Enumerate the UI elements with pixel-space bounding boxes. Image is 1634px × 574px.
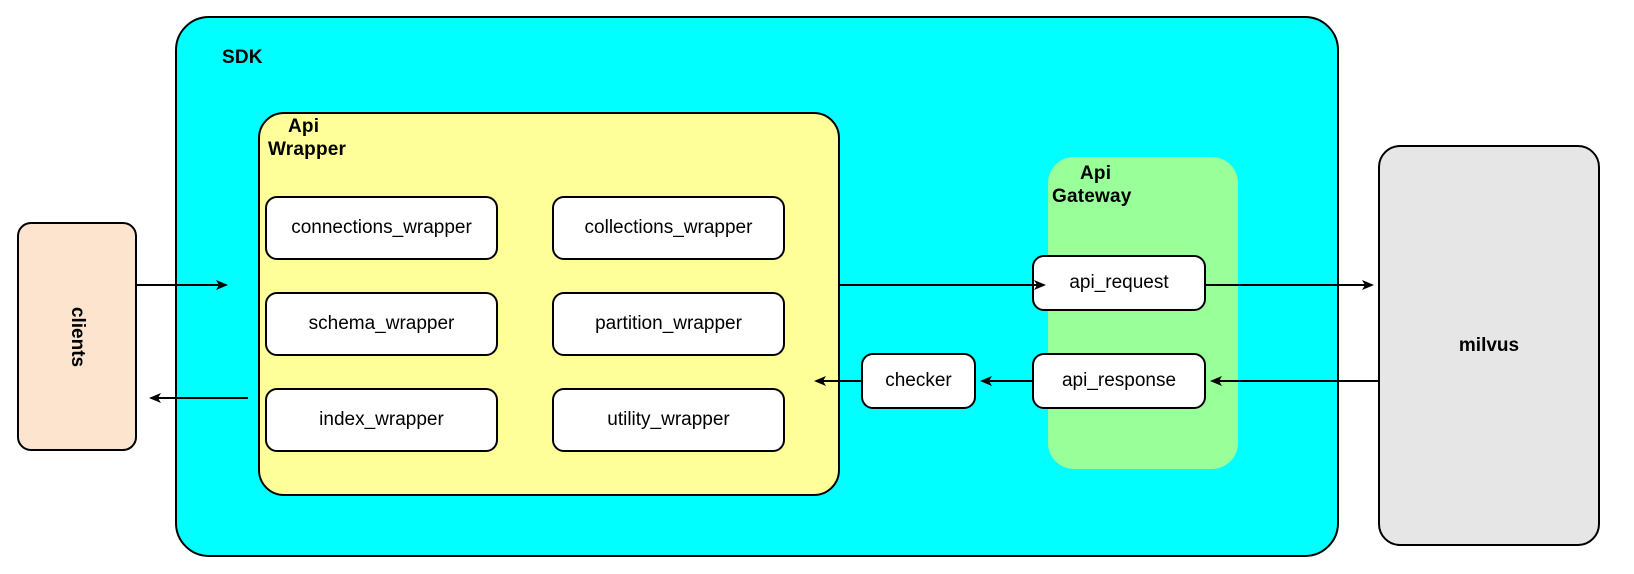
node-api-response[interactable]: api_response [1032,353,1206,409]
node-collections-wrapper[interactable]: collections_wrapper [552,196,785,260]
group-sdk-label: SDK [222,47,263,68]
group-api-gateway [1048,157,1238,469]
node-partition-wrapper[interactable]: partition_wrapper [552,292,785,356]
actor-clients[interactable] [17,222,137,451]
node-connections-wrapper[interactable]: connections_wrapper [265,196,498,260]
node-checker[interactable]: checker [861,353,976,409]
node-api-request[interactable]: api_request [1032,255,1206,311]
node-schema-wrapper[interactable]: schema_wrapper [265,292,498,356]
group-api-gateway-label: Api Gateway [1052,163,1132,208]
node-utility-wrapper[interactable]: utility_wrapper [552,388,785,452]
actor-milvus-label: milvus [1458,334,1520,356]
node-index-wrapper[interactable]: index_wrapper [265,388,498,452]
group-api-wrapper-label: Api Wrapper [268,116,347,161]
actor-milvus[interactable] [1378,145,1600,546]
